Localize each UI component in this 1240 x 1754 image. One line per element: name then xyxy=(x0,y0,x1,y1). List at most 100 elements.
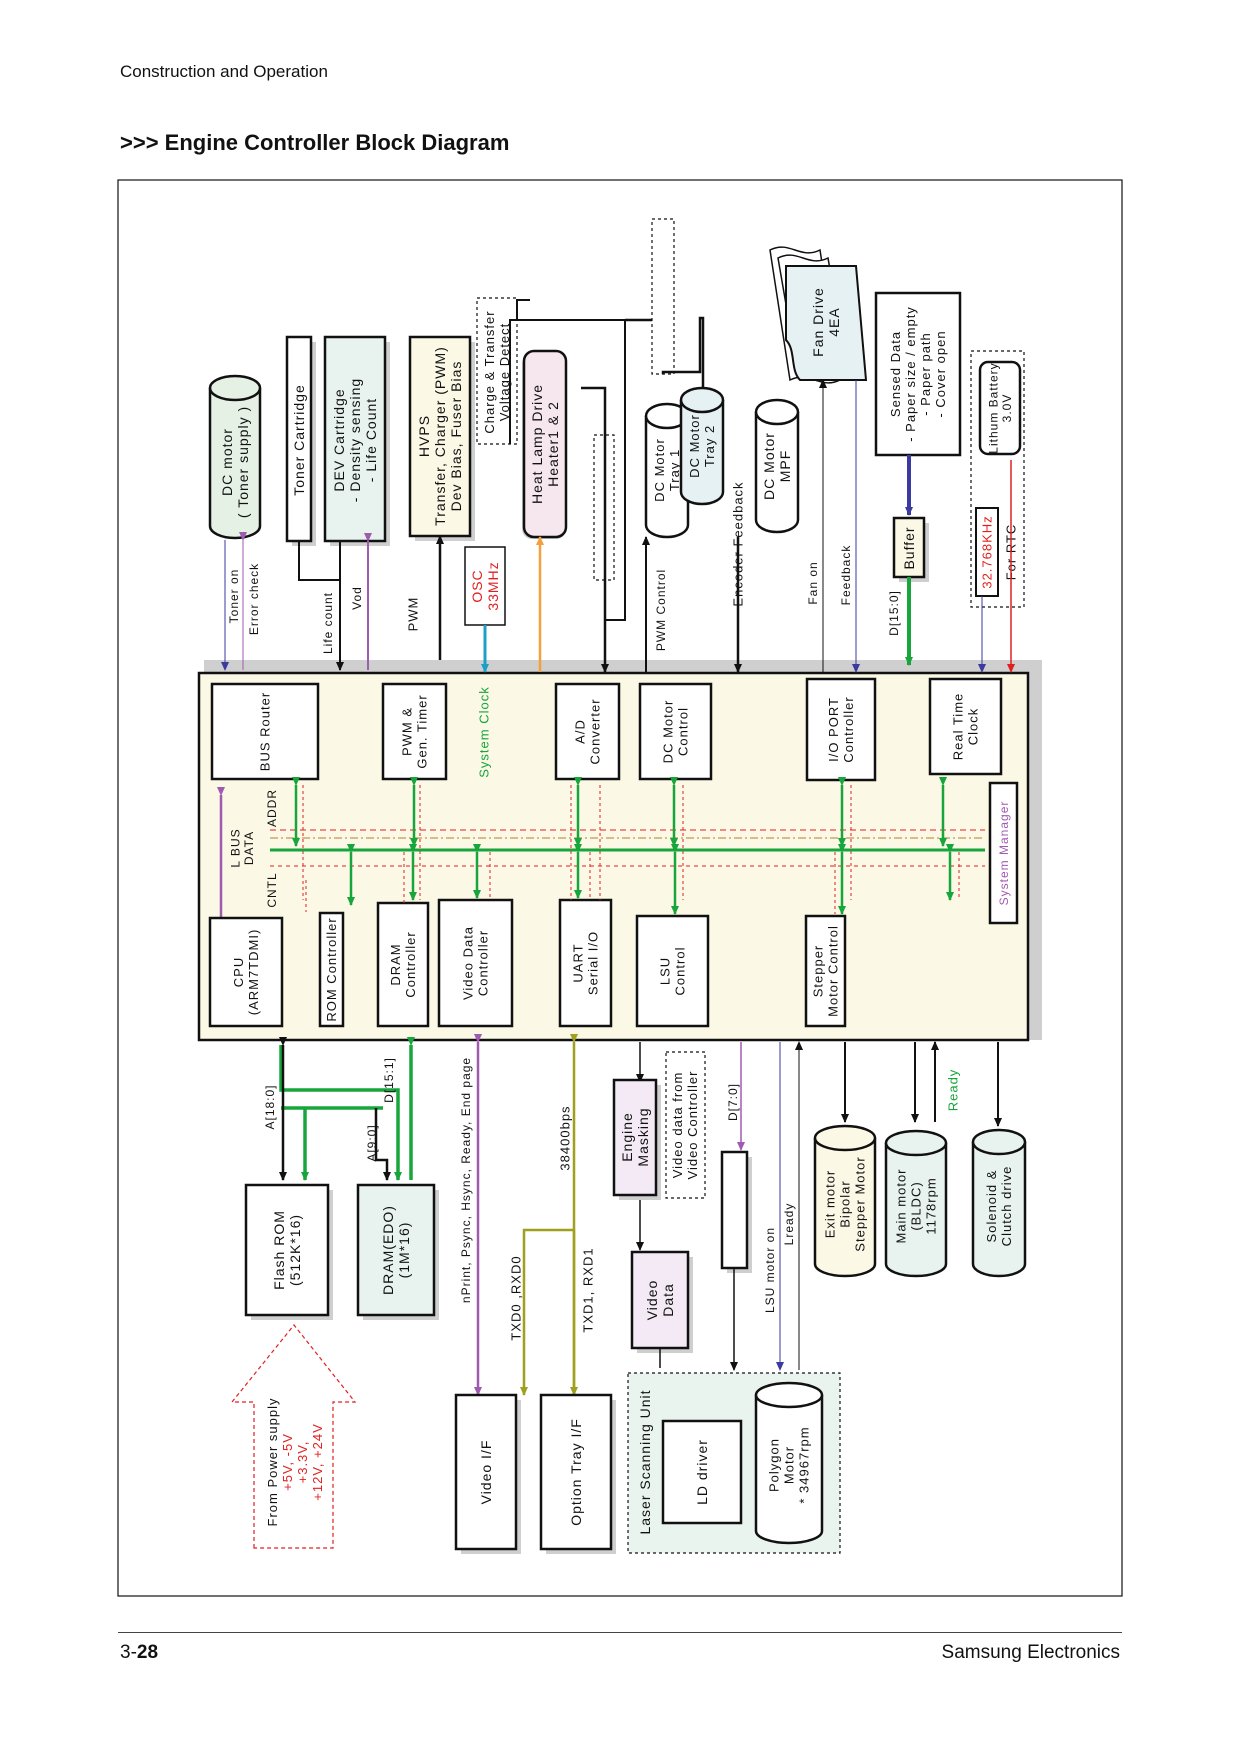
charge-transfer-label-line: Voltage Detect xyxy=(497,323,512,422)
dc-motor-tray1-label-line: DC Motor xyxy=(652,438,667,502)
dc-motor-toner xyxy=(208,374,262,540)
fan-drive-label-line: 4EA xyxy=(826,307,842,336)
hvps-label-line: Transfer, Charger (PWM) xyxy=(432,346,448,526)
video-data-label-line: Video xyxy=(644,1280,660,1321)
dc-motor-control-label-line: Control xyxy=(676,707,691,756)
uart xyxy=(558,898,613,1028)
dc-motor-tray2-label-line: DC Motor xyxy=(687,414,702,478)
dc-motor-toner-label-line: ( Toner supply ) xyxy=(235,406,251,518)
lithium-battery-label-line: 3.0V xyxy=(1000,394,1014,423)
dram-controller-label-line: DRAM xyxy=(388,943,403,985)
ld-driver-label-line: LD driver xyxy=(694,1439,710,1505)
a9-label-text: A[9:0] xyxy=(365,1124,379,1161)
cpu-label-line: CPU xyxy=(231,957,246,987)
page-header: Construction and Operation xyxy=(120,62,328,81)
option-tray-if-label: Option Tray I/F xyxy=(568,1418,584,1526)
buffer-label: Buffer xyxy=(901,526,917,569)
pwm-timer-label: PWM &Gen. Timer xyxy=(400,694,430,768)
vod-label: Vod xyxy=(350,586,364,610)
lbus-label-line: DATA xyxy=(242,831,256,865)
uart-label-line: Serial I/O xyxy=(586,931,601,995)
cpu-label: CPU(ARM7TDMI) xyxy=(231,929,261,1016)
cpu xyxy=(208,916,284,1028)
cpu-label-line: (ARM7TDMI) xyxy=(246,929,261,1016)
solenoid-label: Solenoid &Clutch drive xyxy=(984,1166,1014,1247)
hvps xyxy=(408,335,472,538)
dc-motor-toner-label-line: DC motor xyxy=(219,428,235,496)
txd1-label-text: TXD1, RXD1 xyxy=(581,1247,596,1332)
fan-on-label-text: Fan on xyxy=(806,561,820,604)
addr-label: ADDR xyxy=(265,789,279,827)
toner-on-label: Toner on xyxy=(227,569,241,624)
osc-label-line: OSC xyxy=(469,569,485,602)
dc-motor-tray1-side xyxy=(644,416,690,539)
lsu-motor-on-label-text: LSU motor on xyxy=(763,1227,777,1313)
txd0-label-text: TXD0 ,RXD0 xyxy=(509,1255,524,1340)
d7-label-text: D[7:0] xyxy=(726,1083,740,1121)
dram-edo xyxy=(356,1183,436,1317)
solenoid-clutch xyxy=(971,1128,1027,1278)
polygon-motor-top xyxy=(754,1381,824,1409)
ld-driver-label: LD driver xyxy=(694,1439,710,1505)
io-port-controller-label-line: Controller xyxy=(841,696,856,762)
life-count-label: Life count xyxy=(321,592,335,654)
real-time-clock-label-line: Real Time xyxy=(951,693,966,761)
lsu-control-label-line: Control xyxy=(673,947,688,996)
uart-tray-branch xyxy=(520,1228,574,1396)
video-data-from-label-line: Video Controller xyxy=(685,1071,700,1180)
polygon-motor-side xyxy=(754,1395,824,1545)
option-tray-if-label-line: Option Tray I/F xyxy=(568,1418,584,1526)
baud-label-text: 38400bps xyxy=(558,1105,573,1170)
flash-rom-label: Flash ROM(512K*16) xyxy=(271,1210,303,1290)
fan-feedback-label: Feedback xyxy=(839,545,853,606)
exit-motor-label-line: Stepper Motor xyxy=(853,1156,868,1251)
sensed-data-label-line: - Paper path xyxy=(918,332,933,416)
dc-motor-mpf-side xyxy=(754,412,800,534)
fan-on-label: Fan on xyxy=(806,561,820,604)
buffer-block xyxy=(892,516,926,579)
lsu-control-label-line: LSU xyxy=(658,957,673,985)
video-data-from xyxy=(665,1051,706,1199)
main-motor xyxy=(884,1129,948,1278)
nprint-label-text: nPrint, Psync, Hsync, Ready, End page xyxy=(459,1057,473,1303)
video-data-controller xyxy=(437,898,514,1028)
lithium-battery xyxy=(978,360,1022,456)
rom-controller-label: ROM Controller xyxy=(324,917,339,1021)
power-supply-label: From Power supply+5V, -5V+3.3V,+12V, +24… xyxy=(265,1398,325,1527)
video-if-label: Video I/F xyxy=(478,1440,494,1505)
d15-1-label-text: D[15:1] xyxy=(382,1057,396,1103)
page-title: >>> Engine Controller Block Diagram xyxy=(120,130,510,155)
dc-motor-tray2-label-line: Tray 2 xyxy=(702,425,717,467)
system-manager-label-text: System Manager xyxy=(997,801,1011,906)
main-motor-label-line: (BLDC) xyxy=(909,1181,924,1230)
flash-rom-label-line: (512K*16) xyxy=(287,1214,303,1286)
flash-rom-label-line: Flash ROM xyxy=(271,1210,287,1290)
dev-cartridge-label: DEV Cartridge- Density sensing- Life Cou… xyxy=(331,378,379,502)
lithium-battery-label-line: Lithum Battery xyxy=(986,362,1000,453)
video-if xyxy=(454,1393,518,1551)
buffer-label-line: Buffer xyxy=(901,526,917,569)
stepper-motor-control-label-line: Stepper xyxy=(811,945,826,998)
encoder-feedback-label-text: Encoder Feedback xyxy=(731,481,746,606)
error-check-label: Error check xyxy=(247,563,261,635)
dc-motor-mpf-top xyxy=(754,398,800,426)
encoder-feedback-label: Encoder Feedback xyxy=(731,481,746,606)
charge-detect-link xyxy=(516,299,530,320)
exit-motor xyxy=(813,1124,877,1278)
exit-motor-label-line: Exit motor xyxy=(823,1170,838,1239)
osc-33mhz xyxy=(464,546,506,626)
dc-motor-mpf xyxy=(754,398,800,534)
main-motor-label-line: 1178rpm xyxy=(924,1177,939,1234)
pwm-timer-label-line: Gen. Timer xyxy=(415,694,430,768)
solenoid-label-line: Clutch drive xyxy=(999,1166,1014,1247)
dram-label-line: DRAM(EDO) xyxy=(380,1205,396,1295)
toner-cartridge-label-line: Toner Cartridge xyxy=(291,384,307,496)
